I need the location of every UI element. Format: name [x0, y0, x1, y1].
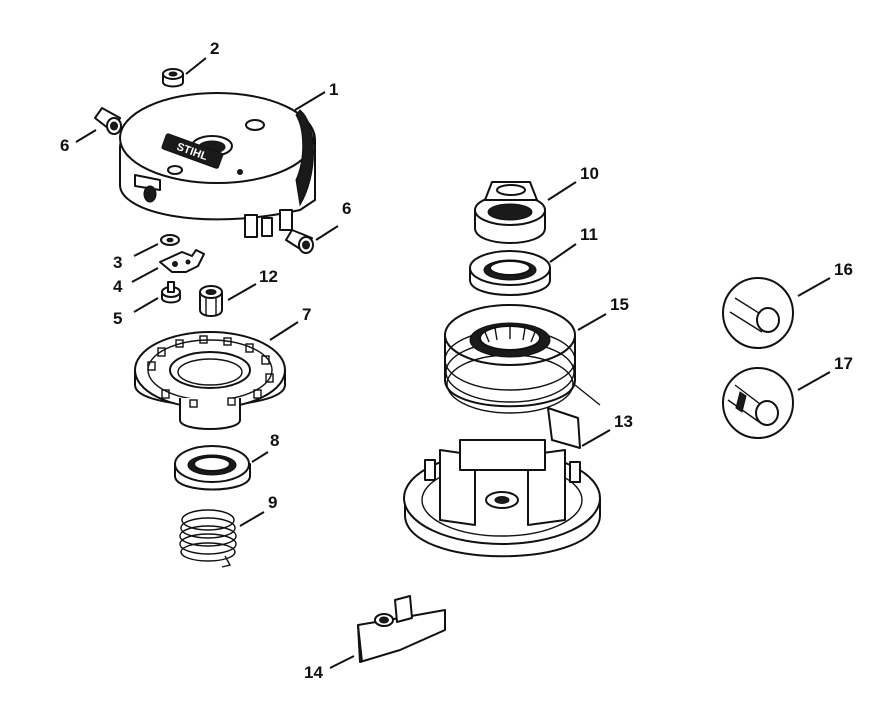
part-16-line-round-section [722, 277, 794, 349]
part-12-hex-fitting [199, 285, 223, 317]
part-4-pawl [159, 249, 205, 273]
callout-15: 15 [610, 295, 629, 314]
part-3-washer [160, 234, 180, 246]
callout-6-lower: 6 [342, 199, 351, 218]
leader-lines [75, 57, 831, 669]
part-5-screw [161, 281, 181, 304]
part-10-clip [474, 181, 546, 244]
part-1-housing: STIHL [119, 92, 316, 238]
part-7-flange [134, 331, 286, 430]
callout-4: 4 [113, 277, 123, 296]
part-17-line-twisted-section [722, 367, 794, 439]
part-8-ring [174, 445, 251, 491]
callout-10: 10 [580, 164, 599, 183]
callout-7: 7 [302, 305, 311, 324]
callout-6-upper: 6 [60, 136, 69, 155]
callout-11: 11 [580, 225, 598, 244]
callout-1: 1 [329, 80, 338, 99]
part-6-sleeve-upper [94, 107, 122, 135]
callout-numbers: 1 2 3 4 5 6 6 7 8 9 10 11 12 13 14 15 16… [60, 39, 853, 682]
part-15-spool [444, 304, 601, 414]
callout-5: 5 [113, 309, 122, 328]
callout-12: 12 [259, 267, 278, 286]
callout-16: 16 [834, 260, 853, 279]
callout-14: 14 [304, 663, 323, 682]
callout-8: 8 [270, 431, 279, 450]
part-6-sleeve-lower [285, 229, 314, 254]
callout-9: 9 [268, 493, 277, 512]
part-14-eyelet [357, 595, 446, 663]
callout-13: 13 [614, 412, 633, 431]
part-11-hub-ring [469, 250, 551, 296]
callout-17: 17 [834, 354, 853, 373]
callout-2: 2 [210, 39, 219, 58]
part-9-spring [179, 509, 237, 568]
part-2-nut [162, 68, 184, 88]
callout-3: 3 [113, 253, 122, 272]
part-13-spool-housing [403, 407, 601, 558]
